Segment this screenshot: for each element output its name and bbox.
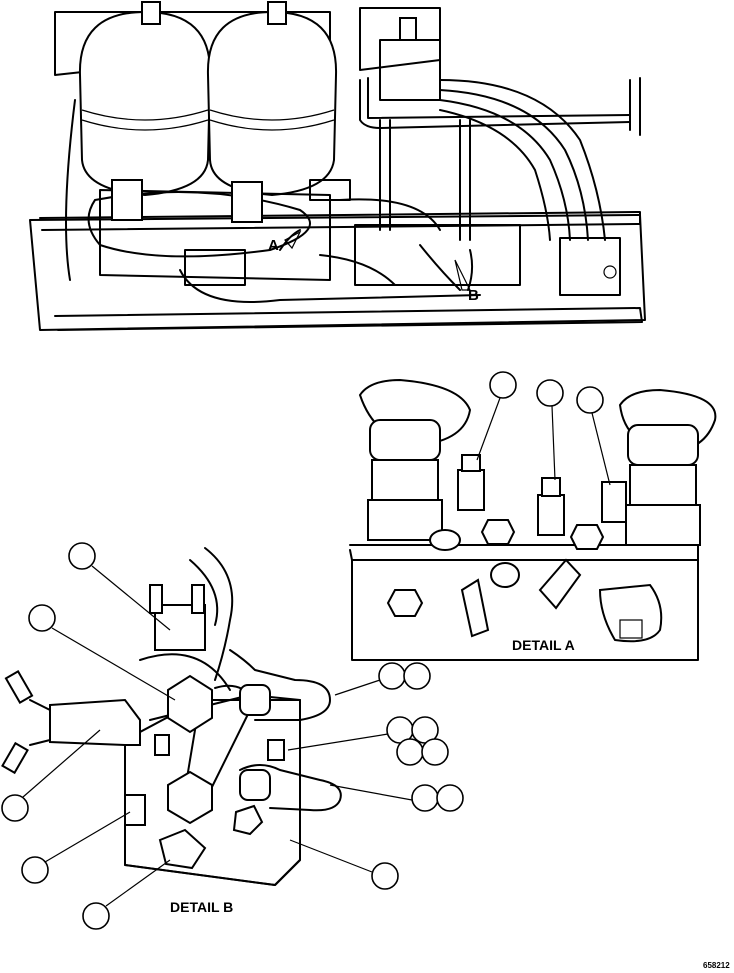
callout-b13 <box>436 784 464 812</box>
callout-b12 <box>411 784 439 812</box>
callout-b11 <box>421 738 449 766</box>
callout-a1 <box>489 371 517 399</box>
callout-b1 <box>68 542 96 570</box>
main-assembly-view: A B <box>29 1 646 331</box>
callout-b6 <box>378 662 406 690</box>
callout-a2 <box>536 379 564 407</box>
detail-b-label: DETAIL B <box>170 899 233 915</box>
detail-b-view: DETAIL B <box>1 542 464 930</box>
detail-a-view: DETAIL A <box>349 371 717 661</box>
detail-b-marker: B <box>468 287 479 304</box>
callout-a3 <box>576 386 604 414</box>
callout-b4 <box>21 856 49 884</box>
callout-b5 <box>82 902 110 930</box>
callout-b7 <box>403 662 431 690</box>
detail-a-label: DETAIL A <box>512 637 575 653</box>
detail-a-marker: A <box>268 237 279 254</box>
accumulator-tank-right <box>206 1 338 197</box>
callout-b14 <box>371 862 399 890</box>
accumulator-tank-left <box>78 1 212 197</box>
callout-b2 <box>28 604 56 632</box>
figure-id: 658212 <box>703 961 730 970</box>
callout-b3 <box>1 794 29 822</box>
callout-b10 <box>396 738 424 766</box>
